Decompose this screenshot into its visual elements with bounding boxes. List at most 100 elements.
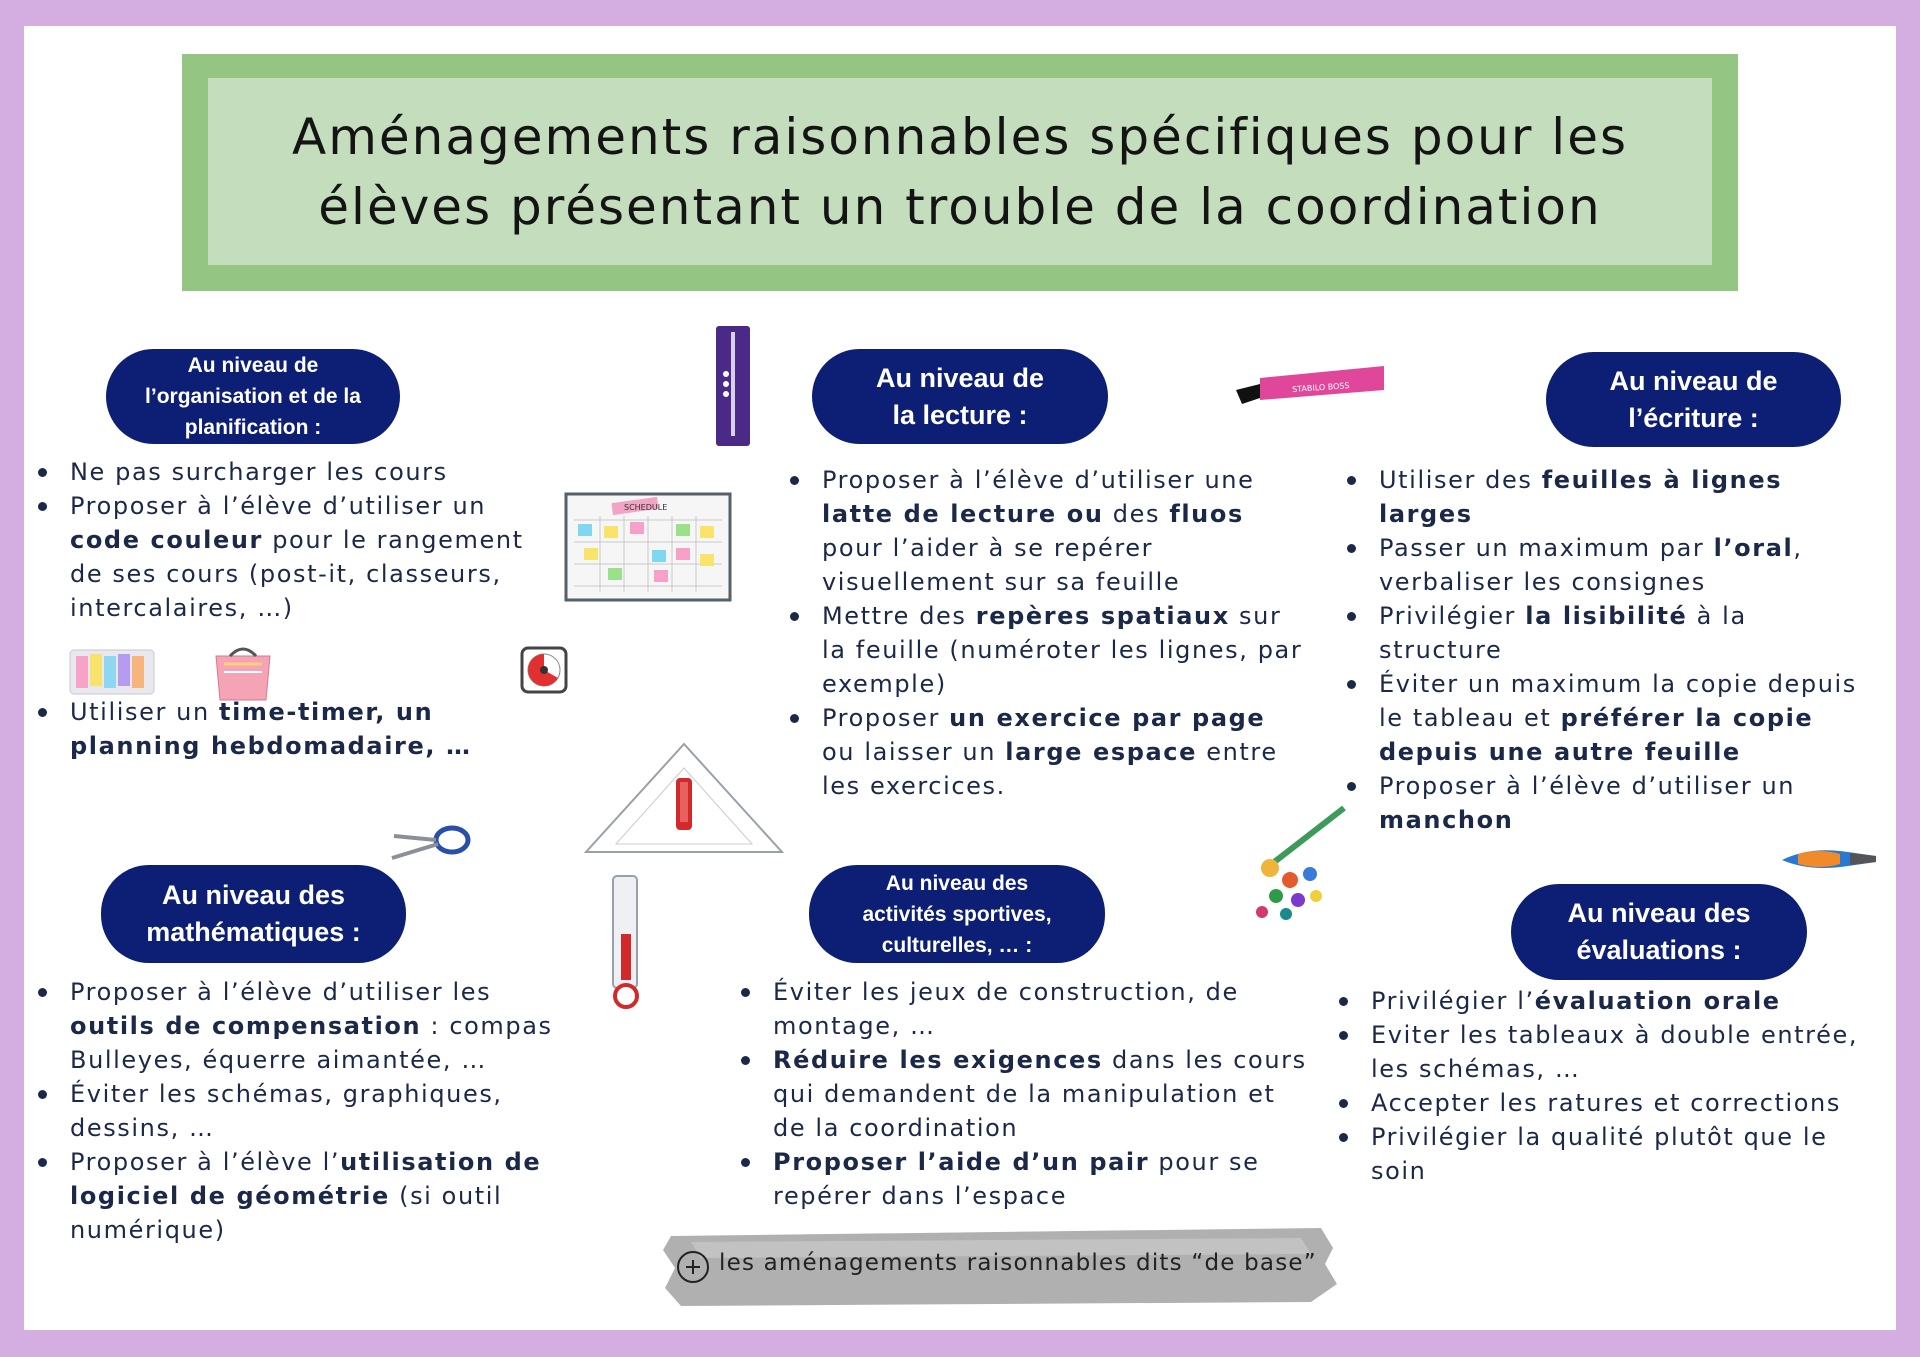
heading-sport: Au niveau des activités sportives, cultu…	[809, 865, 1105, 963]
title-banner: Aménagements raisonnables spécifiques po…	[182, 54, 1738, 291]
bold-text: fluos	[1169, 500, 1244, 528]
list-item: Mettre des repères spatiaux sur la feuil…	[786, 599, 1306, 701]
bold-text: préférer la copie depuis une autre feuil…	[1379, 704, 1814, 766]
page-title-line-1: Aménagements raisonnables spécifiques po…	[291, 107, 1629, 166]
text: sur la feuille (numéroter les lignes, pa…	[822, 602, 1303, 698]
compass-image	[612, 875, 639, 1009]
text: Eviter les tableaux à double entrée, les…	[1371, 1021, 1859, 1083]
list-lecture: Proposer à l’élève d’utiliser une latte …	[786, 463, 1306, 803]
text: Privilégier la qualité plutôt que le soi…	[1371, 1123, 1828, 1185]
list-item: Réduire les exigences dans les cours qui…	[737, 1043, 1307, 1145]
highlighter-image: STABILO BOSS	[1236, 366, 1384, 404]
scissors-image	[391, 825, 471, 860]
text: Accepter les ratures et corrections	[1371, 1089, 1841, 1117]
text: Proposer à l’élève d’utiliser un	[1379, 772, 1796, 800]
text: à la structure	[1379, 602, 1747, 664]
list-item: Proposer à l’élève d’utiliser un manchon	[1343, 769, 1863, 837]
list-organisation-b: Utiliser un time-timer, un planning hebd…	[34, 695, 554, 763]
schedule-board-image: SCHEDULE	[564, 492, 732, 602]
text: Éviter les schémas, graphiques, dessins,…	[70, 1080, 503, 1142]
list-item: Privilégier l’évaluation orale	[1335, 984, 1875, 1018]
bold-text: évaluation orale	[1534, 987, 1781, 1015]
bold-text: outils de compensation	[70, 1012, 422, 1040]
footer-note: les aménagements raisonnables dits “de b…	[661, 1224, 1341, 1308]
accordion-folder-image	[215, 647, 271, 701]
text: Mettre des	[822, 602, 976, 630]
poster: Aménagements raisonnables spécifiques po…	[24, 26, 1896, 1330]
text: Proposer à l’élève l’	[70, 1148, 341, 1176]
text: , verbaliser les consignes	[1379, 534, 1803, 596]
list-item: Proposer à l’élève d’utiliser un code co…	[34, 489, 554, 625]
text: Proposer	[822, 704, 950, 732]
text: Privilégier l’	[1371, 987, 1535, 1015]
bold-text: time-timer, un planning hebdomadaire, …	[70, 698, 472, 760]
text: des	[1103, 500, 1170, 528]
list-sport: Éviter les jeux de construction, de mont…	[737, 975, 1307, 1213]
list-item: Proposer à l’élève d’utiliser les outils…	[34, 975, 554, 1077]
bold-text: manchon	[1379, 806, 1514, 834]
text: entre les exercices.	[822, 738, 1278, 800]
sticky-tabs-image	[69, 649, 155, 695]
list-item: Proposer l’aide d’un pair pour se repére…	[737, 1145, 1307, 1213]
heading-evaluations: Au niveau des évaluations :	[1511, 884, 1807, 980]
text: Proposer à l’élève d’utiliser un	[70, 492, 487, 520]
text: Éviter un maximum la copie depuis le tab…	[1379, 670, 1857, 732]
list-item: Éviter un maximum la copie depuis le tab…	[1343, 667, 1863, 769]
bold-text: feuilles à lignes larges	[1379, 466, 1783, 528]
list-item: Privilégier la lisibilité à la structure	[1343, 599, 1863, 667]
text: (si outil numérique)	[70, 1182, 503, 1244]
text: Proposer à l’élève d’utiliser une	[822, 466, 1255, 494]
heading-ecriture: Au niveau de l’écriture :	[1546, 352, 1841, 447]
list-maths: Proposer à l’élève d’utiliser les outils…	[34, 975, 554, 1247]
text: Utiliser des	[1379, 466, 1542, 494]
title-inner: Aménagements raisonnables spécifiques po…	[208, 78, 1712, 265]
text: Utiliser un	[70, 698, 219, 726]
list-item: Utiliser un time-timer, un planning hebd…	[34, 695, 554, 763]
text: pour l’aider à se repérer visuellement s…	[822, 534, 1181, 596]
text: pour se repérer dans l’espace	[773, 1148, 1260, 1210]
list-item: Utiliser des feuilles à lignes larges	[1343, 463, 1863, 531]
reading-ruler-image	[716, 326, 750, 446]
list-item: Éviter les schémas, graphiques, dessins,…	[34, 1077, 554, 1145]
plus-circle-icon	[677, 1251, 709, 1283]
brush-stroke-background	[663, 1228, 1337, 1306]
list-item: Privilégier la qualité plutôt que le soi…	[1335, 1120, 1875, 1188]
text: Éviter les jeux de construction, de mont…	[773, 978, 1239, 1040]
heading-organisation: Au niveau de l’organisation et de la pla…	[106, 349, 400, 444]
text: Privilégier	[1379, 602, 1526, 630]
bold-text: Proposer l’aide d’un pair	[773, 1148, 1150, 1176]
schedule-label: SCHEDULE	[624, 503, 667, 512]
list-item: Ne pas surcharger les cours	[34, 455, 554, 489]
time-timer-image	[520, 646, 568, 694]
text: Passer un maximum par	[1379, 534, 1714, 562]
text: : compas Bulleyes, équerre aimantée, …	[70, 1012, 553, 1074]
list-item: Proposer à l’élève d’utiliser une latte …	[786, 463, 1306, 599]
list-item: Proposer à l’élève l’utilisation de logi…	[34, 1145, 554, 1247]
bold-text: large espace	[1005, 738, 1198, 766]
pencil-grips-image	[1256, 805, 1346, 920]
list-item: Proposer un exercice par page ou laisser…	[786, 701, 1306, 803]
heading-lecture: Au niveau de la lecture :	[812, 349, 1108, 444]
text: pour le rangement de ses cours (post-it,…	[70, 526, 524, 622]
list-item: Eviter les tableaux à double entrée, les…	[1335, 1018, 1875, 1086]
heading-maths: Au niveau des mathématiques :	[101, 865, 406, 963]
set-square-image	[583, 742, 785, 853]
bold-text: repères spatiaux	[975, 602, 1230, 630]
footer-text: les aménagements raisonnables dits “de b…	[719, 1250, 1317, 1276]
bold-text: Réduire les exigences	[773, 1046, 1103, 1074]
bold-text: code couleur	[70, 526, 263, 554]
list-item: Passer un maximum par l’oral, verbaliser…	[1343, 531, 1863, 599]
page-title-line-2: élèves présentant un trouble de la coord…	[318, 177, 1602, 236]
bold-text: un exercice par page	[949, 704, 1266, 732]
text: dans les cours qui demandent de la manip…	[773, 1046, 1307, 1142]
bold-text: l’oral	[1713, 534, 1794, 562]
bold-text: la lisibilité	[1525, 602, 1688, 630]
list-item: Accepter les ratures et corrections	[1335, 1086, 1875, 1120]
list-item: Éviter les jeux de construction, de mont…	[737, 975, 1307, 1043]
text: Ne pas surcharger les cours	[70, 458, 448, 486]
text: ou laisser un	[822, 738, 1006, 766]
bold-text: latte de lecture ou	[822, 500, 1104, 528]
